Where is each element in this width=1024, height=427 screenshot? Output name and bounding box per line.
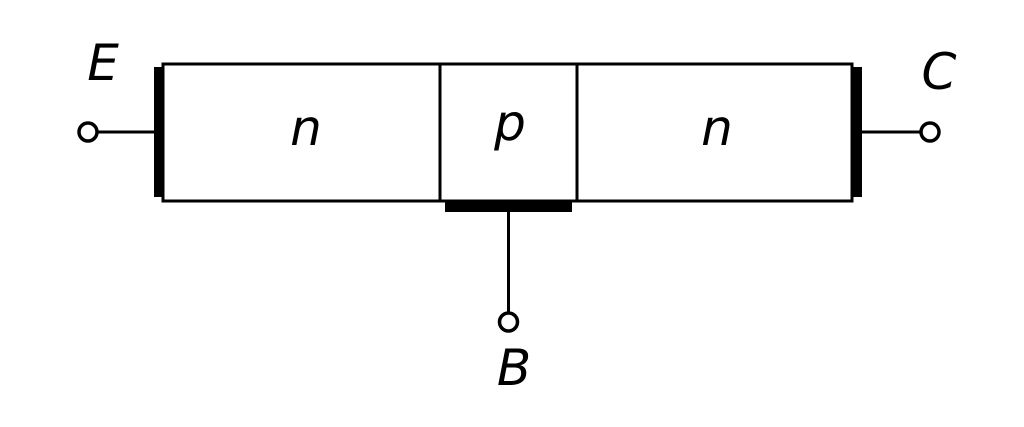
collector-terminal-circle [919,121,941,143]
collector-contact-bar [852,67,862,197]
collector-label: C [922,43,957,101]
region-label-n-left: n [290,99,322,157]
region-label-n-right: n [701,99,733,157]
emitter-terminal-circle [77,121,99,143]
emitter-contact-bar [154,67,164,197]
emitter-label: E [87,34,119,92]
base-label: B [497,339,531,397]
base-terminal-circle [497,311,520,333]
base-contact-bar [445,201,572,212]
region-label-p: p [493,94,526,152]
